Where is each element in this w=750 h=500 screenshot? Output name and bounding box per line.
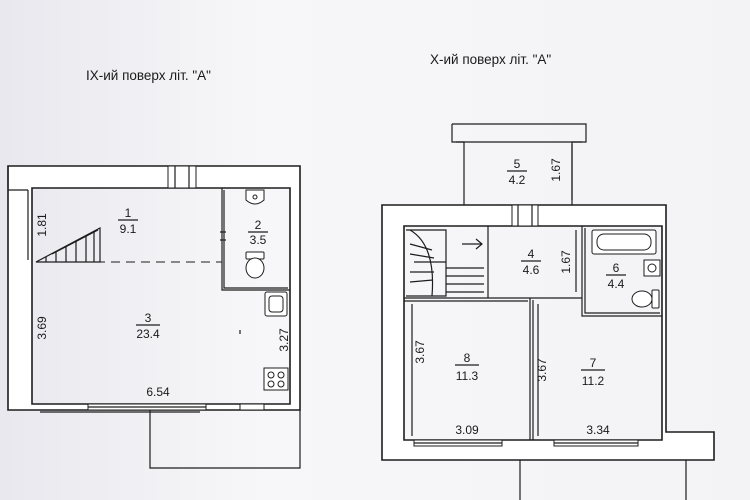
- floor-ix-plan: [7, 165, 301, 469]
- dim-x-2: 1.67: [559, 250, 573, 274]
- floor-x-plan: [381, 123, 715, 500]
- floor-ix-title: IX-ий поверх літ. "А": [86, 68, 211, 83]
- door-balcony-x: [511, 204, 539, 227]
- stove-icon: [263, 367, 289, 391]
- dim-x-5: 3.09: [455, 423, 479, 437]
- window-ix-bottom-right: [239, 403, 265, 411]
- room-x-7-number: 7: [590, 356, 597, 370]
- room-x-4-number: 4: [528, 247, 535, 261]
- room-x-4-area: 4.6: [523, 263, 540, 277]
- room-x-7-area: 11.2: [582, 374, 605, 388]
- dim-x-3: 3.67: [413, 340, 427, 364]
- dim-ix-4: 6.54: [146, 385, 170, 399]
- room-x-5-number: 5: [514, 157, 521, 171]
- staircase-ix: [35, 227, 101, 263]
- sink-x-icon: [643, 259, 661, 277]
- floor-x-outer-walls: [381, 204, 715, 461]
- bathtub-icon: [591, 229, 657, 255]
- dim-x-6: 3.34: [586, 423, 610, 437]
- room-ix-3-area: 23.4: [136, 327, 160, 341]
- window-ix-top: [167, 165, 197, 189]
- room-ix-2-area: 3.5: [250, 233, 267, 247]
- room-ix-2-number: 2: [255, 218, 262, 232]
- room-ix-1-area: 9.1: [120, 222, 137, 236]
- dim-ix-1: 1.81: [35, 213, 49, 237]
- room-x-8-area: 11.3: [456, 369, 479, 383]
- balcony-ix: [149, 410, 301, 469]
- room-x-6-number: 6: [613, 261, 620, 275]
- dim-x-1: 1.67: [549, 158, 563, 182]
- kitchen-sink-icon: [264, 291, 288, 317]
- toilet-ix-icon: [245, 251, 265, 279]
- floor-x-title: X-ий поверх літ. "А": [430, 52, 551, 67]
- room-ix-3-number: 3: [145, 311, 152, 325]
- dim-ix-3: 3.27: [277, 328, 291, 352]
- toilet-x-icon: [631, 289, 660, 309]
- room-x-5-area: 4.2: [509, 173, 526, 187]
- room-x-6-area: 4.4: [608, 277, 625, 291]
- sink-ix-icon: [245, 189, 265, 205]
- staircase-x: [406, 229, 484, 297]
- dim-x-4: 3.67: [535, 358, 549, 382]
- room-x-8-number: 8: [464, 351, 471, 365]
- room-ix-1-number: 1: [125, 206, 132, 220]
- dim-ix-2: 3.69: [35, 316, 49, 340]
